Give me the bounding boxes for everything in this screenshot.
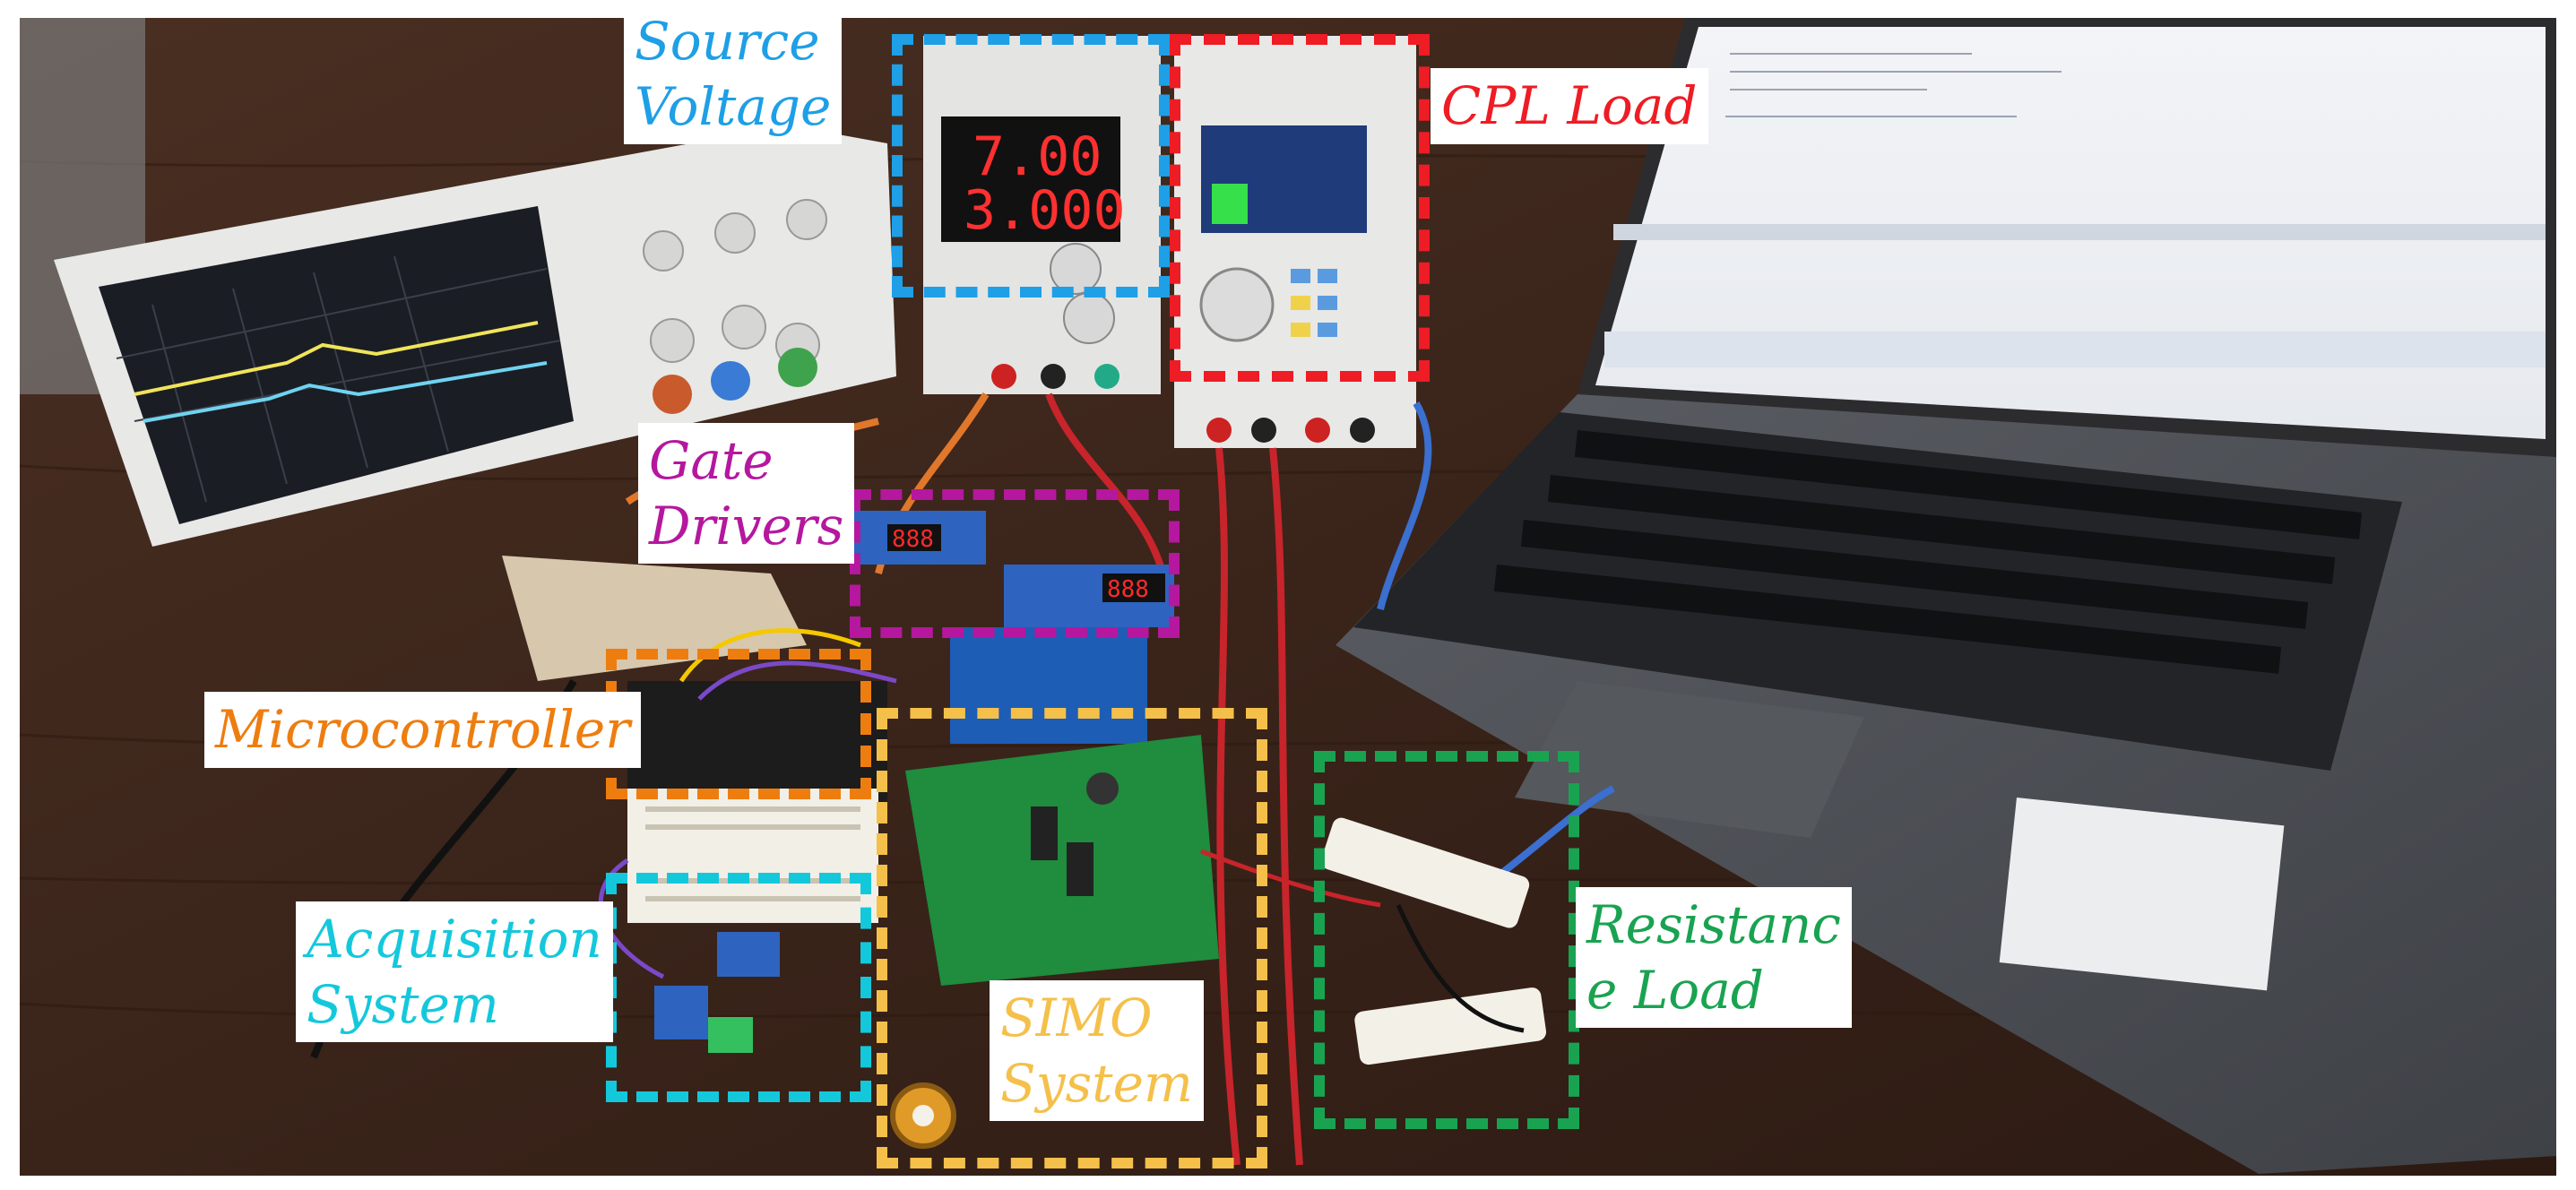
gate-drivers-box <box>850 489 1180 638</box>
microcontroller-box <box>606 649 871 799</box>
resistance-load-box <box>1314 751 1579 1129</box>
svg-text:888: 888 <box>892 526 934 553</box>
gate-drivers-label: Gate Drivers <box>638 423 855 564</box>
acquisition-system-label: Acquisition System <box>296 901 613 1042</box>
cpl-load-label: CPL Load <box>1431 68 1708 144</box>
resistance-load-label: Resistanc e Load <box>1576 887 1852 1028</box>
svg-text:7.00: 7.00 <box>972 125 1102 188</box>
laptop <box>1336 18 2556 1174</box>
simo-system-box <box>877 708 1267 1168</box>
simo-system-label: SIMO System <box>990 980 1204 1121</box>
microcontroller-label: Microcontroller <box>204 692 641 768</box>
svg-text:888: 888 <box>1107 576 1149 603</box>
svg-text:3.000: 3.000 <box>964 179 1126 242</box>
dc-power-supply: 7.00 3.000 <box>923 36 1161 394</box>
oscilloscope <box>54 125 896 547</box>
acquisition-system-box <box>606 873 871 1102</box>
source-voltage-label: Source Voltage <box>624 4 843 144</box>
cpl-load-box <box>1170 34 1430 382</box>
source-voltage-box <box>892 34 1170 298</box>
